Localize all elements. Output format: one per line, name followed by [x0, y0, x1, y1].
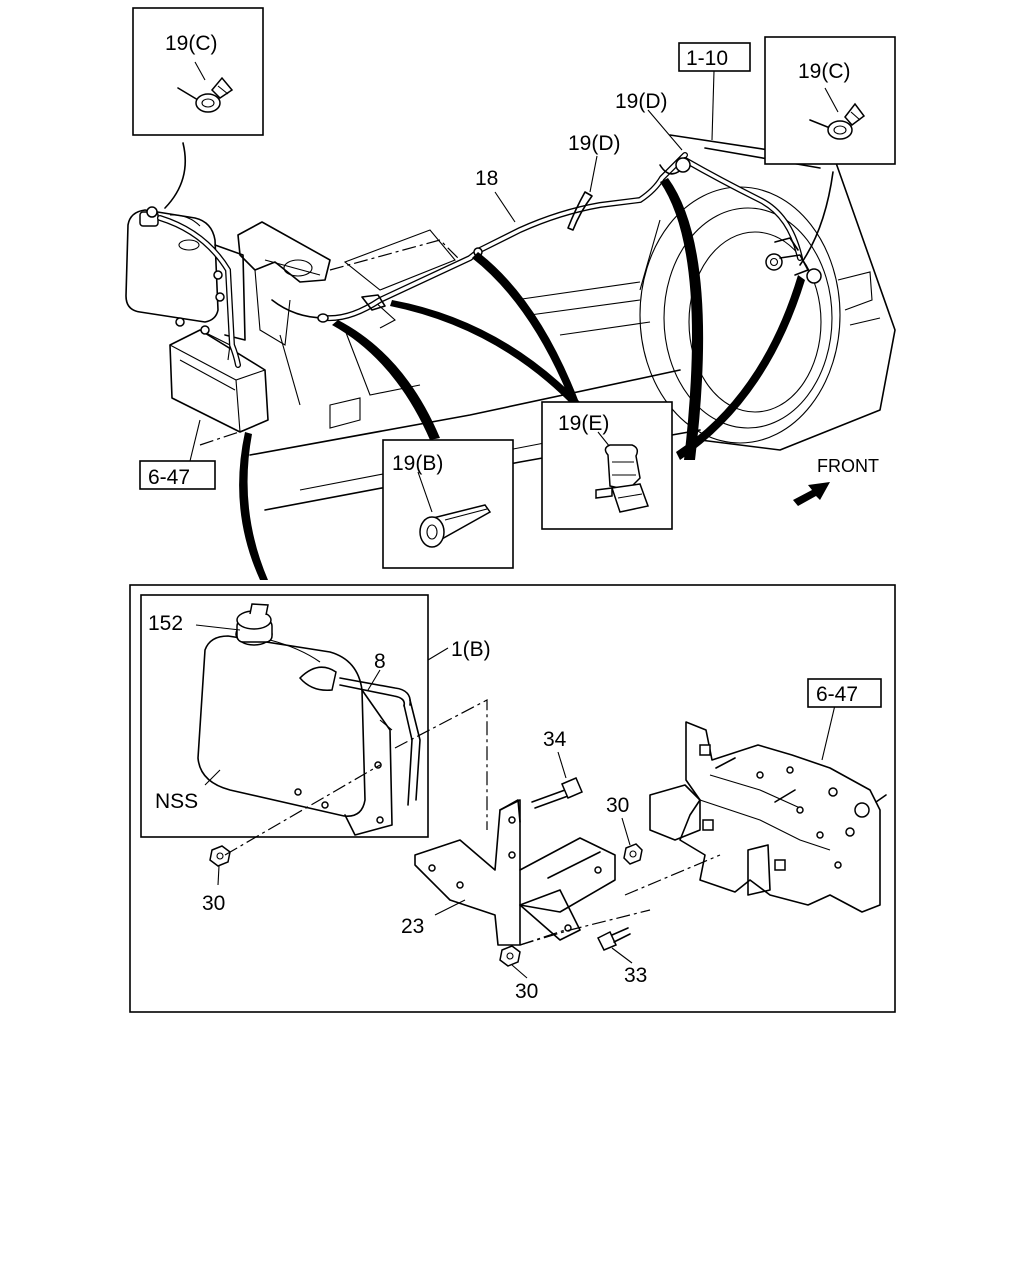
detail-box-19c-left [132, 7, 264, 136]
label-1b: 1(B) [451, 638, 491, 661]
label-leaders-lower [195, 624, 836, 979]
reservoir-tank-upper [125, 206, 246, 341]
label-19c-left: 19(C) [165, 32, 218, 55]
label-23: 23 [401, 915, 424, 938]
label-8: 8 [374, 650, 386, 673]
mounting-plate-6-47 [649, 721, 887, 913]
ref-box-1-10 [678, 42, 751, 141]
label-19b: 19(B) [392, 452, 443, 475]
bolt-34 [531, 777, 583, 809]
label-19d-1: 19(D) [615, 90, 668, 113]
label-front: FRONT [817, 456, 879, 476]
ref-box-6-47-top [139, 419, 216, 490]
detail-box-19b [382, 439, 514, 569]
ref-box-6-47-bottom [807, 678, 882, 708]
label-6-47-top: 6-47 [148, 466, 190, 489]
arrow-up-right-icon [793, 482, 830, 506]
label-19c-right: 19(C) [798, 60, 851, 83]
label-19d-2: 19(D) [568, 132, 621, 155]
label-leaders-upper [494, 109, 683, 223]
label-19e: 19(E) [558, 412, 609, 435]
label-nss: NSS [155, 790, 198, 813]
lower-detail-frame [129, 584, 896, 1013]
label-152: 152 [148, 612, 183, 635]
label-30-left: 30 [202, 892, 225, 915]
detail-box-19e [541, 401, 673, 530]
label-34: 34 [543, 728, 567, 751]
clip-markers [361, 157, 822, 311]
label-30-right: 30 [606, 794, 629, 817]
detail-box-19c-right [764, 36, 896, 165]
label-1-10: 1-10 [686, 47, 728, 70]
label-30-bottom: 30 [515, 980, 538, 1003]
overflow-hose-18 [157, 152, 803, 368]
nut-30-set [209, 843, 643, 967]
reservoir-tank-detail [197, 603, 421, 836]
battery-unit [169, 329, 269, 433]
label-33: 33 [624, 964, 647, 987]
leader-curves [164, 142, 834, 580]
alignment-lines [224, 699, 721, 946]
label-18: 18 [475, 167, 498, 190]
label-6-47-bottom: 6-47 [816, 683, 858, 706]
bolt-33 [596, 927, 631, 951]
